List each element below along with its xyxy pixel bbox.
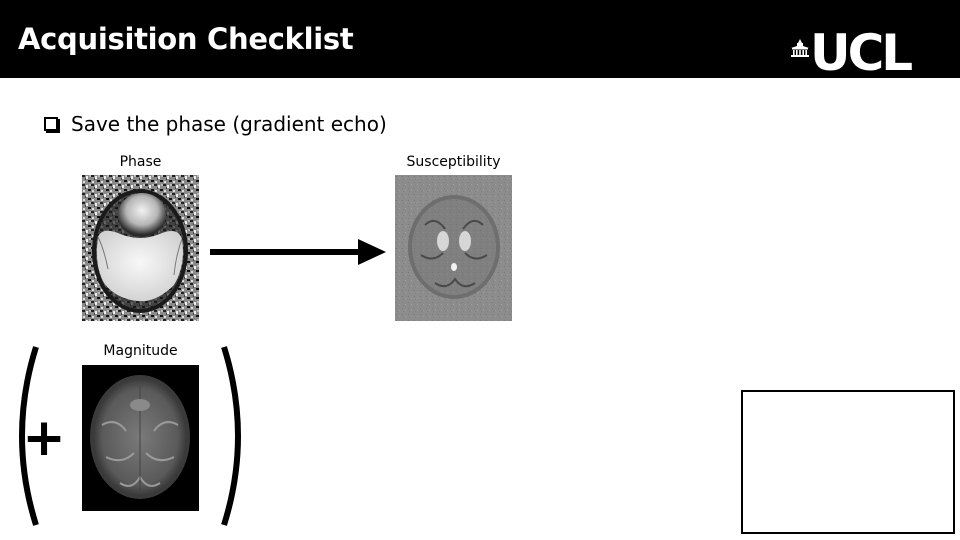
checkbox-icon[interactable] (44, 117, 58, 131)
phase-image (82, 175, 199, 321)
arrow-right-icon (210, 239, 386, 265)
checklist-item: Save the phase (gradient echo) (44, 111, 387, 137)
magnitude-image (82, 365, 199, 511)
checklist-item-label: Save the phase (gradient echo) (71, 112, 387, 136)
left-paren-icon (19, 346, 39, 526)
magnitude-caption: Magnitude (103, 343, 178, 359)
phase-caption: Phase (119, 154, 162, 170)
empty-placeholder-box (741, 390, 955, 534)
header-bar: Acquisition Checklist UCL (0, 0, 960, 78)
slide-title: Acquisition Checklist (18, 22, 354, 56)
susceptibility-image (395, 175, 512, 321)
right-paren-icon (221, 346, 241, 526)
logo-text: UCL (810, 24, 913, 82)
plus-symbol: + (22, 408, 66, 468)
portico-icon (791, 39, 809, 57)
susceptibility-caption: Susceptibility (406, 154, 501, 170)
ucl-logo: UCL (788, 28, 940, 78)
